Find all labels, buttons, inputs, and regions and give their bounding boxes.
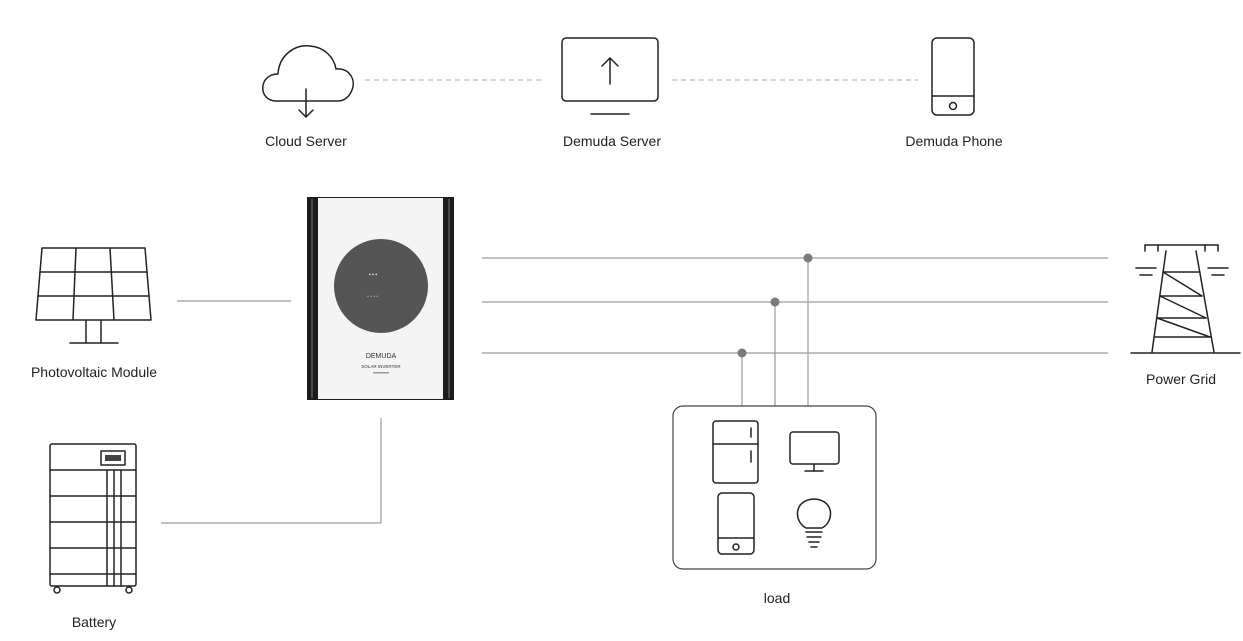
inverter-brand: DEMUDA bbox=[366, 353, 397, 360]
inverter-model: SOLAR INVERTER bbox=[361, 364, 401, 369]
server-upload-icon bbox=[561, 37, 659, 115]
battery-cabinet-icon bbox=[49, 443, 137, 594]
photovoltaic-module-label: Photovoltaic Module bbox=[31, 364, 157, 380]
load-box bbox=[672, 405, 877, 570]
load-label: load bbox=[764, 590, 790, 606]
svg-text:▪ ▪ ▪: ▪ ▪ ▪ bbox=[369, 272, 377, 278]
junction-dot bbox=[770, 297, 780, 307]
demuda-server-label: Demuda Server bbox=[563, 133, 661, 149]
phone-icon bbox=[717, 492, 755, 555]
junction-dot bbox=[803, 253, 813, 263]
monitor-icon bbox=[789, 431, 840, 472]
cloud-server-label: Cloud Server bbox=[265, 133, 347, 149]
inverter-display bbox=[334, 239, 428, 333]
solar-inverter: ▪ ▪ ▪ ▫ ▫ ▫ ▫ DEMUDA SOLAR INVERTER bbox=[307, 197, 454, 400]
fridge-icon bbox=[712, 420, 759, 484]
cloud-download-icon bbox=[262, 45, 354, 118]
phone-icon bbox=[931, 37, 975, 116]
power-grid-label: Power Grid bbox=[1146, 371, 1216, 387]
svg-text:▫ ▫ ▫ ▫: ▫ ▫ ▫ ▫ bbox=[367, 294, 378, 300]
demuda-phone-label: Demuda Phone bbox=[905, 133, 1003, 149]
junction-dot bbox=[737, 348, 747, 358]
power-tower-icon bbox=[1130, 244, 1241, 354]
battery-label: Battery bbox=[72, 614, 116, 630]
solar-panel-icon bbox=[35, 247, 152, 344]
bulb-icon bbox=[796, 498, 832, 548]
